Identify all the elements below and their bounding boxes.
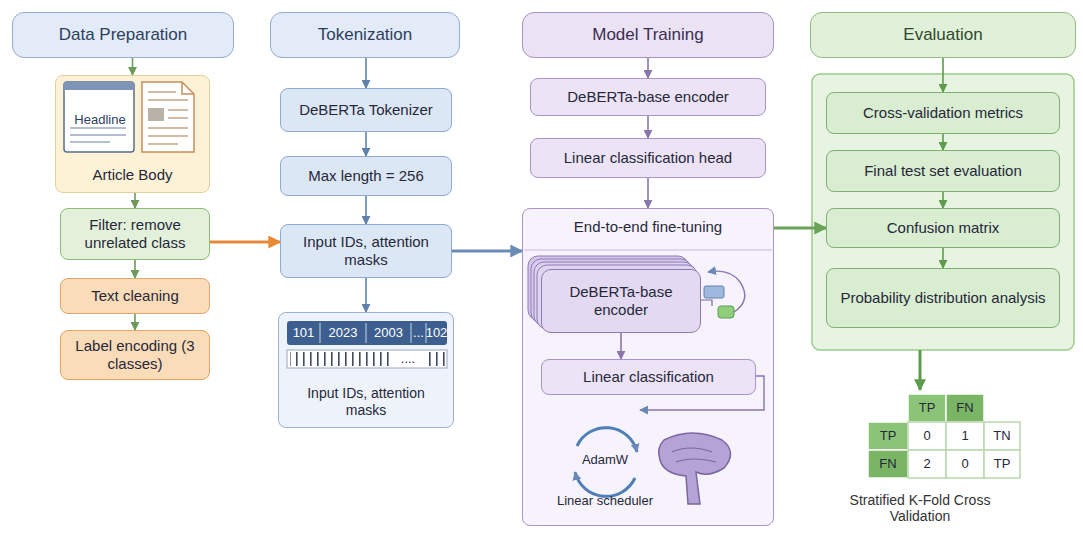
flow-arrow [134,193,136,208]
node-text: Cross-validation metrics [863,104,1023,122]
matrix-cell: FN [868,450,908,478]
optimizer-label: AdamW [577,452,633,468]
flow-arrow [452,250,522,253]
matrix-cell: 0 [946,450,984,478]
scheduler-label: Linear scheduler [543,492,667,510]
section-header: Model Training [522,12,774,58]
flow-arrow [210,241,280,244]
matrix-cell: FN [946,394,984,422]
node-text: Headline [65,112,135,128]
flow-arrow [647,178,649,208]
matrix-cell: 1 [946,422,984,450]
node-text: Data Preparation [59,25,188,45]
flow-arrow [620,333,622,359]
flow-arrow [942,134,944,150]
flow-arrow [774,227,826,230]
article-card: HeadlineArticle Body [55,75,210,193]
process-box: Filter: remove unrelated class [60,208,210,260]
node-text: DeBERTa-base encoder [567,88,728,106]
node-text: Final test set evaluation [864,162,1022,180]
flow-arrow [942,58,944,92]
token-id: 2023 [320,321,366,345]
process-box: Linear classification [541,359,756,395]
process-box: DeBERTa-base encoder [530,78,766,116]
process-box: Text cleaning [60,278,210,314]
section-header: Tokenization [270,12,460,58]
token-id: 101 [287,321,320,345]
process-box: Cross-validation metrics [826,92,1060,134]
flow-arrow [134,314,136,330]
flow-arrow [647,116,649,138]
node-text: Linear classification head [564,149,732,167]
node-text: End-to-end fine-tuning [574,218,722,236]
flow-arrow [365,196,367,224]
process-box: Confusion matrix [826,208,1060,248]
node-text: Max length = 256 [308,167,424,185]
confusion-matrix [868,394,1020,478]
evaluation-panel [812,74,1074,390]
node-text: Model Training [592,25,704,45]
matrix-cell: TP [984,450,1020,478]
encoder-box: DeBERTa-base encoder [541,269,701,333]
process-box: DeBERTa Tokenizer [280,88,452,132]
matrix-cell: TN [984,422,1020,450]
matrix-cell: TP [908,394,946,422]
matrix-cell: 0 [908,422,946,450]
token-illustration [278,312,454,428]
node-text: DeBERTa-base encoder [550,283,692,319]
node-text: Linear classification [583,368,714,386]
matrix-cell: TP [868,422,908,450]
process-box: Label encoding (3 classes) [60,330,210,380]
section-header: Data Preparation [12,12,234,58]
caption-note: Stratified K-Fold Cross Validation [840,486,1000,530]
training-container: End-to-end fine-tuningDeBERTa-base encod… [522,208,774,526]
node-text: Input IDs, attention masks [287,385,445,419]
node-text: Article Body [92,166,172,184]
flow-arrow [942,248,944,268]
fine-tuning-illustration [522,208,774,526]
article-card [55,75,210,193]
flow-arrow [365,58,367,88]
token-id: ... [411,321,426,345]
node-text: Tokenization [318,25,413,45]
node-text: Probability distribution analysis [840,289,1045,307]
node-text: Confusion matrix [887,219,1000,237]
token-id: 2003 [366,321,411,345]
flow-arrow [647,58,649,78]
process-box: Probability distribution analysis [826,268,1060,328]
process-box: Final test set evaluation [826,150,1060,192]
node-text: Text cleaning [91,287,179,305]
node-text: Input IDs, attention masks [289,233,443,269]
flow-arrow [942,192,944,208]
mask-ellipsis: .... [393,352,423,366]
flow-arrow [365,132,367,156]
flow-arrow [365,278,367,312]
flow-arrow [134,260,136,278]
section-header: Evaluation [810,12,1076,58]
process-box: Linear classification head [530,138,766,178]
process-box: Max length = 256 [280,156,452,196]
token-id: 102 [426,321,447,345]
node-text: Evaluation [903,25,982,45]
process-box: Input IDs, attention masks [280,224,452,278]
flow-arrow [132,58,134,75]
node-text: Label encoding (3 classes) [69,337,201,373]
node-text: DeBERTa Tokenizer [299,101,433,119]
matrix-cell: 2 [908,450,946,478]
node-text: Filter: remove unrelated class [69,216,201,252]
